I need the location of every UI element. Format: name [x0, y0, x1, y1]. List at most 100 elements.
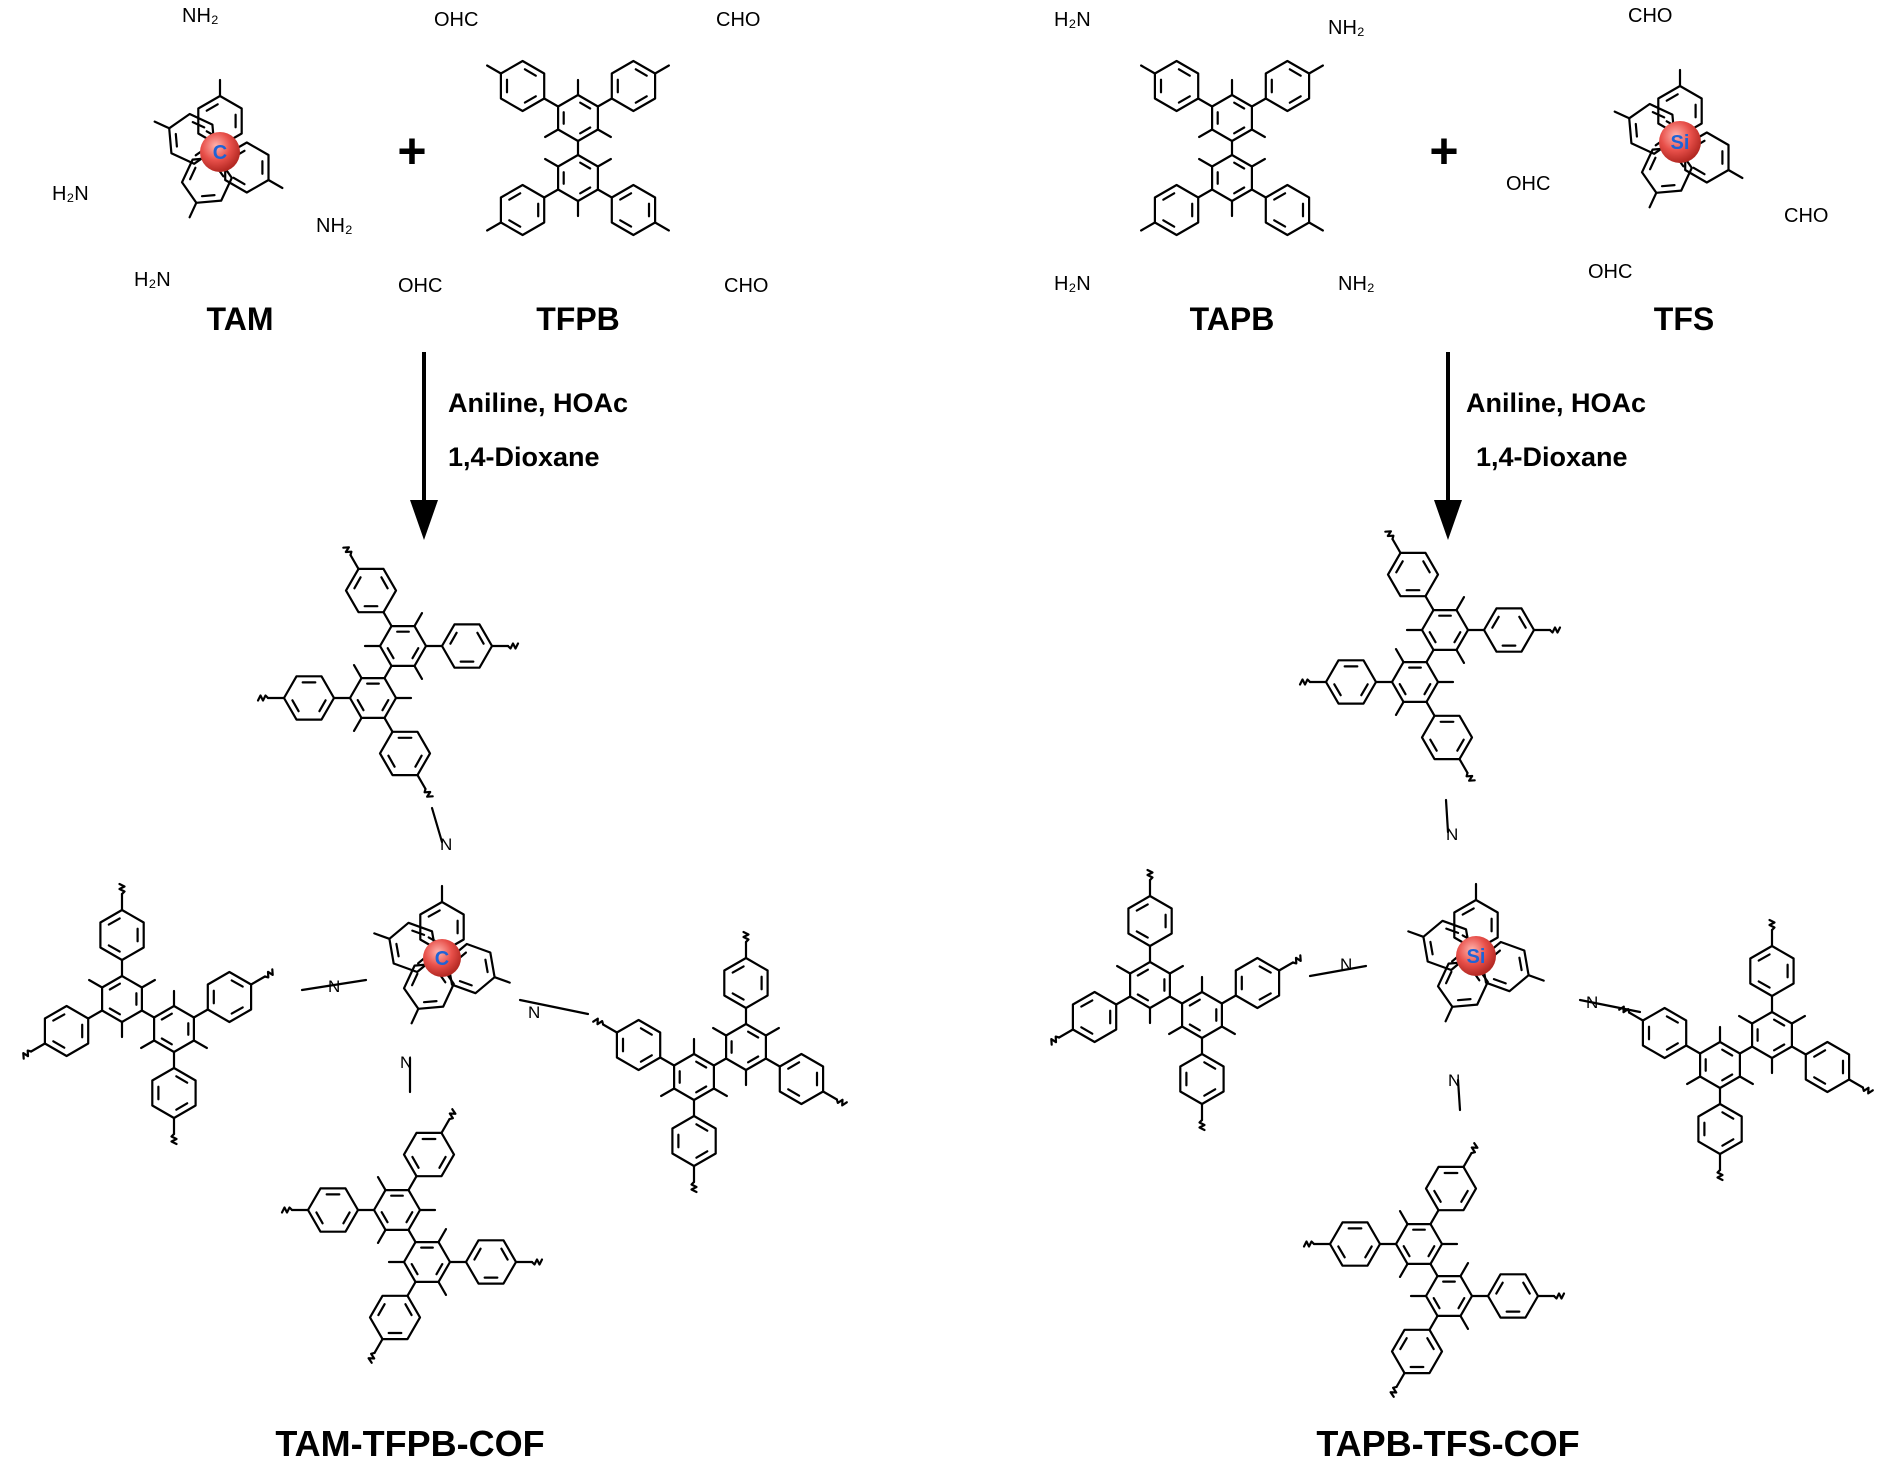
- aromatic-inner-bond: [1456, 738, 1465, 752]
- conditions-left-line2: 1,4-Dioxane: [448, 442, 600, 472]
- biaryl-bond: [140, 1009, 156, 1019]
- methyl-bond: [140, 978, 156, 989]
- aromatic-inner-bond: [377, 1303, 386, 1317]
- tam-nh2-top-label: NH₂: [182, 5, 219, 27]
- bond: [1429, 1209, 1440, 1226]
- cof-left-core-atom-label: C: [435, 948, 449, 970]
- left-scheme: NH₂ H₂N NH₂ H₂N C TAM + OHC CHO OHC CHO …: [52, 5, 768, 1464]
- aromatic-inner-bond: [438, 1155, 447, 1169]
- bond: [1057, 1028, 1075, 1039]
- polymer-continuation: [1302, 1240, 1316, 1248]
- aromatic-inner-bond: [1427, 1245, 1436, 1258]
- bond: [1847, 1078, 1865, 1089]
- tam-h2n-bottom-label: H₂N: [134, 269, 171, 291]
- biaryl-bond: [1425, 648, 1435, 664]
- aromatic-inner-bond: [1402, 1245, 1411, 1258]
- aromatic-inner-bond: [1258, 992, 1272, 1001]
- tapb-nh2-bottomright-label: NH₂: [1338, 273, 1375, 295]
- aromatic-inner-bond: [422, 999, 438, 1004]
- aromatic-inner-bond: [108, 982, 122, 991]
- methyl-bond: [1250, 128, 1267, 139]
- bond: [1444, 1005, 1454, 1023]
- aromatic-inner-bond: [1188, 998, 1201, 1007]
- aromatic-inner-bond: [1162, 219, 1176, 228]
- tam-core-atom-label: C: [213, 142, 227, 164]
- cof-right-imine-n-bottom: N: [1448, 1071, 1460, 1090]
- conditions-right-line1: Aniline, HOAc: [1466, 388, 1646, 418]
- methyl-bond: [1685, 1075, 1702, 1086]
- aromatic-inner-bond: [1136, 993, 1150, 1002]
- aromatic-inner-bond: [1518, 956, 1523, 972]
- aromatic-inner-bond: [427, 909, 441, 918]
- aromatic-inner-bond: [1233, 126, 1246, 135]
- polymer-continuation: [506, 642, 520, 650]
- reaction-arrow-left-head: [410, 500, 438, 540]
- methyl-bond: [352, 716, 363, 733]
- methyl-bond: [1738, 1075, 1755, 1086]
- aromatic-inner-bond: [174, 132, 178, 148]
- methyl-bond: [543, 128, 560, 139]
- methyl-bond: [1197, 157, 1214, 168]
- aromatic-inner-bond: [1721, 1138, 1735, 1147]
- polymer-continuation: [1291, 954, 1302, 965]
- aromatic-inner-bond: [1360, 683, 1369, 697]
- aromatic-inner-bond: [695, 1150, 709, 1159]
- aromatic-inner-bond: [787, 1088, 801, 1097]
- aromatic-inner-bond: [315, 1211, 324, 1225]
- bond: [1527, 974, 1545, 982]
- bond: [1613, 110, 1631, 120]
- cof-left-imine-n-right: N: [528, 1003, 540, 1022]
- aromatic-inner-bond: [1429, 738, 1438, 752]
- aromatic-inner-bond: [1428, 631, 1437, 644]
- bond: [1391, 537, 1402, 555]
- aromatic-inner-bond: [387, 754, 396, 768]
- bond: [1407, 930, 1425, 938]
- aromatic-inner-bond: [1445, 927, 1460, 935]
- bond: [1627, 1011, 1645, 1022]
- tfs-core-atom-label: Si: [1671, 132, 1690, 154]
- polymer-continuation: [1146, 868, 1154, 882]
- methyl-bond: [437, 1227, 448, 1244]
- aromatic-inner-bond: [1233, 161, 1246, 170]
- bond: [1648, 191, 1658, 209]
- aromatic-inner-bond: [1135, 930, 1149, 939]
- aromatic-inner-bond: [1233, 186, 1246, 195]
- bond: [250, 975, 266, 986]
- methyl-bond: [1459, 1261, 1470, 1278]
- bond: [486, 64, 502, 75]
- polymer-continuation: [1198, 1118, 1206, 1132]
- cof-left-imine-n-bottom: N: [400, 1053, 412, 1072]
- polymer-continuation: [342, 546, 353, 557]
- methyl-bond: [764, 1026, 781, 1037]
- methyl-bond: [1398, 1262, 1409, 1279]
- aromatic-inner-bond: [353, 576, 362, 590]
- tapb-name: TAPB: [1190, 301, 1275, 337]
- polymer-continuation: [280, 1206, 294, 1214]
- aromatic-inner-bond: [410, 1262, 419, 1276]
- aromatic-inner-bond: [52, 1013, 66, 1022]
- tfs-core-ball: [1659, 121, 1701, 163]
- aromatic-inner-bond: [381, 698, 390, 712]
- bond: [543, 97, 560, 108]
- polymer-continuation: [530, 1258, 544, 1266]
- bond: [1250, 188, 1267, 199]
- methyl-bond: [352, 663, 363, 680]
- conditions-left-line1: Aniline, HOAc: [448, 388, 628, 418]
- bond: [1458, 757, 1469, 775]
- methyl-bond: [376, 1175, 387, 1192]
- aromatic-inner-bond: [1665, 1042, 1679, 1051]
- methyl-bond: [711, 1026, 728, 1037]
- aromatic-inner-bond: [1492, 977, 1507, 985]
- aromatic-inner-bond: [1721, 1073, 1734, 1082]
- polymer-continuation: [448, 1108, 457, 1121]
- cof-right-core-ball: [1456, 936, 1496, 976]
- aromatic-inner-bond: [523, 68, 537, 77]
- aromatic-inner-bond: [342, 1211, 351, 1225]
- aromatic-inner-bond: [746, 1030, 760, 1039]
- methyl-bond: [1168, 964, 1185, 975]
- polymer-continuation: [1470, 1142, 1479, 1155]
- bond: [1197, 188, 1214, 199]
- bond: [1277, 961, 1295, 972]
- cof-right-imine-n-right: N: [1586, 993, 1598, 1012]
- methyl-bond: [659, 1087, 676, 1098]
